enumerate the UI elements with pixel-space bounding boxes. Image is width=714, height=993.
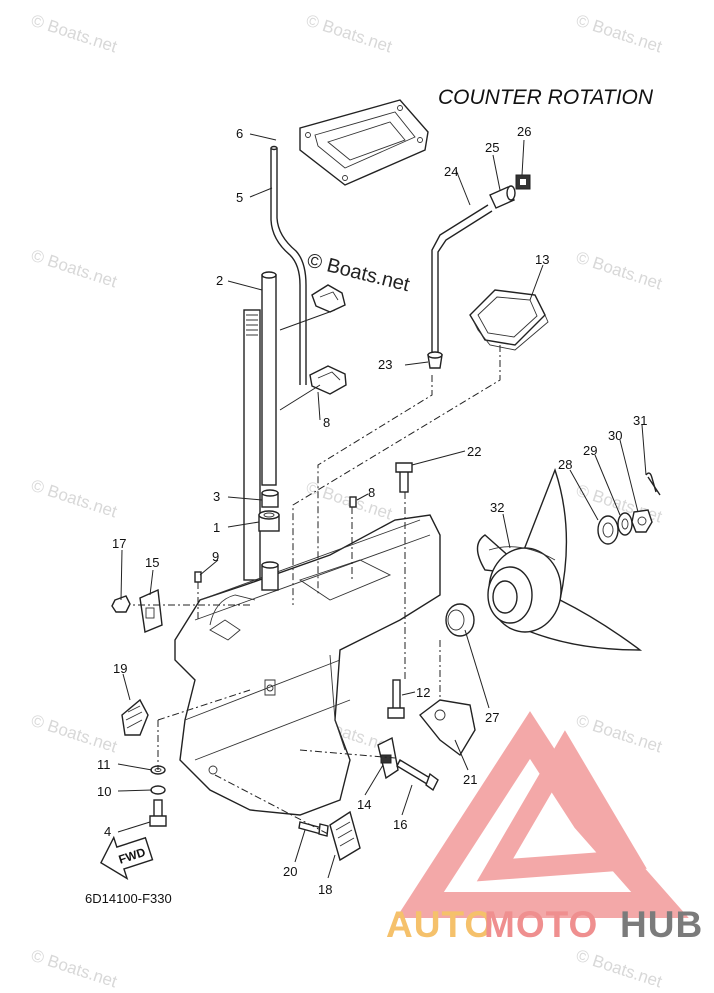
brand-logo — [396, 711, 689, 918]
callout-14: 14 — [357, 797, 371, 812]
watermark: © Boats.net — [574, 946, 665, 988]
callout-17: 17 — [112, 536, 126, 551]
callout-9: 4 — [104, 824, 111, 839]
brand-hub: HUB — [620, 904, 703, 945]
drawing-code: 6D14100-F330 — [85, 891, 172, 906]
watermark: © Boats.net — [29, 246, 120, 292]
brand-auto: AUTO — [386, 904, 494, 945]
propeller-nut — [631, 509, 653, 533]
watermark: © Boats.net — [304, 11, 395, 57]
callout-11: 11 — [97, 757, 111, 772]
brand-wordmark: AUTO MOTO HUB — [386, 904, 703, 945]
drive-shaft — [243, 271, 277, 581]
fwd-arrow-icon: FWD — [99, 835, 154, 881]
clip — [515, 174, 531, 190]
shift-rod-boot — [427, 351, 443, 369]
water-tube — [270, 145, 307, 385]
bracket — [139, 588, 163, 633]
diagram-title: COUNTER ROTATION — [438, 86, 654, 109]
lower-casing — [174, 514, 441, 816]
callout-13: 13 — [535, 252, 549, 267]
assembly-lines — [130, 345, 501, 836]
callout-1: 1 — [213, 520, 220, 535]
watermark: © Boats.net — [29, 476, 120, 522]
callout-25: 25 — [485, 140, 499, 155]
dowel-pin — [194, 571, 202, 583]
spacer — [597, 515, 619, 545]
collar — [489, 185, 516, 209]
callout-26: 26 — [517, 124, 531, 139]
callout-16: 16 — [393, 817, 407, 832]
oil-seal-housing — [258, 510, 280, 532]
tube-grommet-lower — [309, 365, 347, 395]
callout-19: 19 — [113, 661, 127, 676]
callout-27: 27 — [485, 710, 499, 725]
bushing — [261, 489, 279, 508]
watermark: © Boats.net — [29, 11, 120, 57]
tube-grommet-upper — [311, 284, 346, 313]
callout-12: 12 — [416, 685, 430, 700]
anode-block — [377, 736, 399, 780]
nut-17 — [111, 595, 131, 613]
callout-20: 20 — [283, 864, 297, 879]
callout-21: 21 — [463, 772, 477, 787]
dowel-pin — [349, 496, 357, 508]
trim-tab — [419, 699, 476, 757]
watermark: © Boats.net — [574, 248, 665, 294]
watermark: © Boats.net — [574, 11, 665, 57]
bolt-20 — [298, 821, 329, 837]
callout-23: 23 — [378, 357, 392, 372]
callout-labels: 6 5 2 8 3 1 8 9 24 25 26 13 23 22 32 28 … — [97, 124, 647, 897]
cover-19 — [121, 698, 149, 736]
watermark: © Boats.net — [29, 946, 120, 988]
washer-10 — [150, 785, 166, 795]
callout-24: 24 — [444, 164, 458, 179]
water-pump-cover-plate — [299, 99, 429, 186]
callout-8: 9 — [212, 549, 219, 564]
callout-32: 32 — [490, 500, 504, 515]
bolt-16 — [396, 759, 439, 792]
bolt-22 — [395, 462, 413, 493]
callout-8: 8 — [368, 485, 375, 500]
watermark: © Boats.net — [574, 711, 665, 757]
callout-29: 29 — [583, 443, 597, 458]
leader-lines — [117, 133, 647, 879]
cover-plate — [329, 810, 361, 862]
anode-ring — [445, 603, 475, 637]
gasket — [469, 289, 549, 351]
callout-22: 22 — [467, 444, 481, 459]
callout-31: 31 — [633, 413, 647, 428]
callout-4: 5 — [236, 190, 243, 205]
cotter-pin — [645, 472, 661, 496]
washer — [617, 512, 633, 536]
bolt-12 — [387, 679, 405, 719]
shift-rod — [431, 204, 493, 355]
propeller — [476, 467, 643, 651]
callout-2: 2 — [216, 273, 223, 288]
brand-moto: MOTO — [484, 904, 598, 945]
bolt-9 — [149, 799, 167, 827]
callout-18: 18 — [318, 882, 332, 897]
callout-3: 3 — [213, 489, 220, 504]
callout-10: 10 — [97, 784, 111, 799]
callout-6: 8 — [323, 415, 330, 430]
callout-15: 15 — [145, 555, 159, 570]
callout-30: 30 — [608, 428, 622, 443]
watermark: © Boats.net — [29, 711, 120, 757]
watermark: © Boats.net — [304, 478, 395, 524]
callout-5: 6 — [236, 126, 243, 141]
callout-28: 28 — [558, 457, 572, 472]
